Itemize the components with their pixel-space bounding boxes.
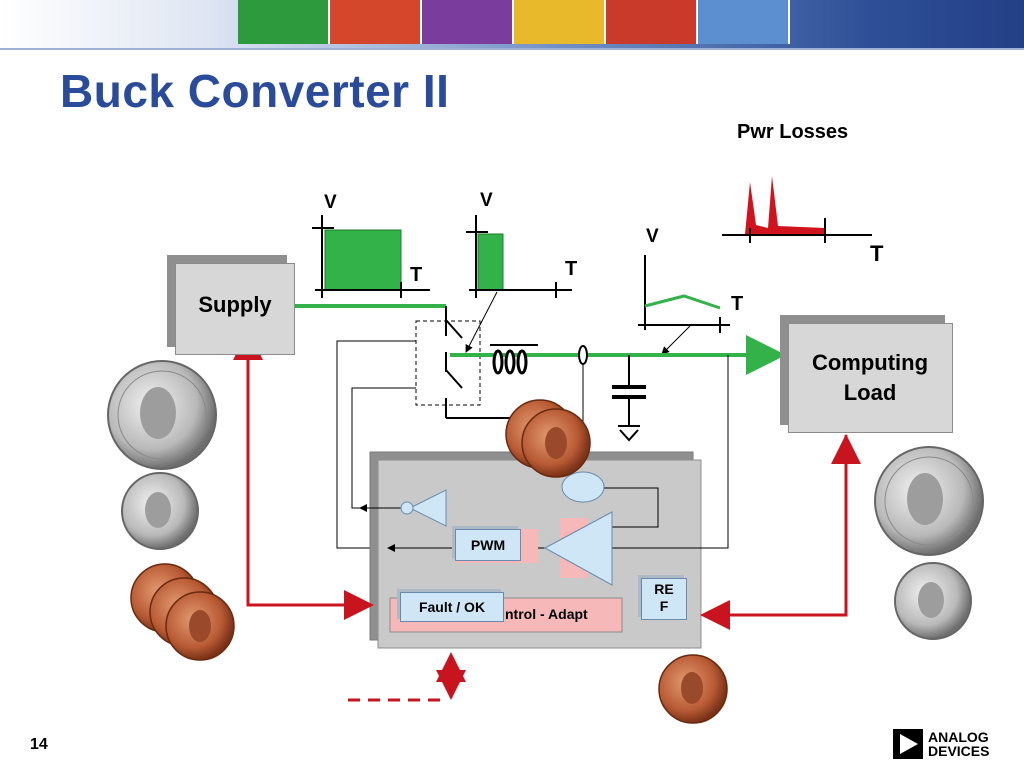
waveform-1-v-label: V xyxy=(324,192,337,213)
computing-load-block xyxy=(788,323,953,433)
waveform-3-t-label: T xyxy=(731,293,744,315)
fault-ok-block: Fault / OK xyxy=(400,592,504,622)
logo-text: ANALOG DEVICES xyxy=(928,730,989,758)
loss-spikes xyxy=(745,176,825,235)
banner-tile-mems xyxy=(606,0,698,44)
waveform-2-t-label: T xyxy=(565,258,578,280)
current-sense-amp-icon xyxy=(561,471,605,503)
reference-line1: RE xyxy=(654,581,674,597)
slide-number: 14 xyxy=(30,736,48,753)
waveform-1-t-label: T xyxy=(410,264,423,286)
current-sense-icon xyxy=(578,345,588,365)
supply-control-link xyxy=(246,330,374,620)
coin-nickel-left-icon xyxy=(121,472,199,550)
waveform-output-voltage xyxy=(638,255,730,355)
coin-nickel-right-icon xyxy=(894,562,972,640)
coin-pennies-center-icon xyxy=(505,399,591,478)
power-losses-graph xyxy=(722,176,872,243)
capacitor-icon xyxy=(612,355,646,426)
waveform-3-ripple xyxy=(644,294,721,310)
supply-block xyxy=(175,263,295,355)
coin-pennies-left-icon xyxy=(130,563,235,661)
load-control-link xyxy=(700,435,848,630)
coin-quarter-right-icon xyxy=(874,446,984,556)
inductor-icon xyxy=(490,344,538,375)
coin-quarter-left-icon xyxy=(107,360,217,470)
analog-devices-logo-icon xyxy=(893,729,923,759)
power-losses-t-label: T xyxy=(870,241,884,266)
power-losses-title: Pwr Losses xyxy=(737,121,849,143)
ground-icon xyxy=(618,425,640,442)
header-divider xyxy=(0,48,1024,50)
banner-tile-dsp xyxy=(422,0,514,44)
coin-penny-bottom-icon xyxy=(658,654,728,724)
slide-title: Buck Converter II xyxy=(60,65,450,117)
computing-load-line1: Computing xyxy=(811,350,929,375)
switch-bracket xyxy=(415,320,481,406)
banner-tile-power xyxy=(330,0,422,44)
logo-text-line2: DEVICES xyxy=(928,743,990,759)
error-amplifier-icon xyxy=(543,511,613,586)
banner-tile-interface xyxy=(698,0,790,44)
waveform-2-v-label: V xyxy=(480,190,493,211)
computing-load-label: Computing Load xyxy=(788,348,952,408)
banner-tile-analog xyxy=(238,0,330,44)
waveform-1-pulse xyxy=(324,229,402,291)
supply-label: Supply xyxy=(198,292,272,317)
waveform-3-v-label: V xyxy=(646,226,659,247)
waveform-input-voltage xyxy=(312,215,430,298)
banner-tiles xyxy=(238,0,790,44)
reference-line2: F xyxy=(659,598,669,614)
logo-text-line1: ANALOG xyxy=(928,729,989,745)
waveform-switched-voltage xyxy=(465,215,572,353)
banner-tile-rf xyxy=(514,0,606,44)
gate-driver-icon xyxy=(408,489,447,527)
control-adapt-label: ntrol - Adapt xyxy=(505,606,588,622)
computing-load-line2: Load xyxy=(843,380,897,405)
waveform-2-pulse xyxy=(477,233,504,291)
reference-block: RE F xyxy=(641,578,687,620)
pwm-block: PWM xyxy=(455,529,521,561)
analog-devices-logo: ANALOG DEVICES xyxy=(893,727,1003,761)
